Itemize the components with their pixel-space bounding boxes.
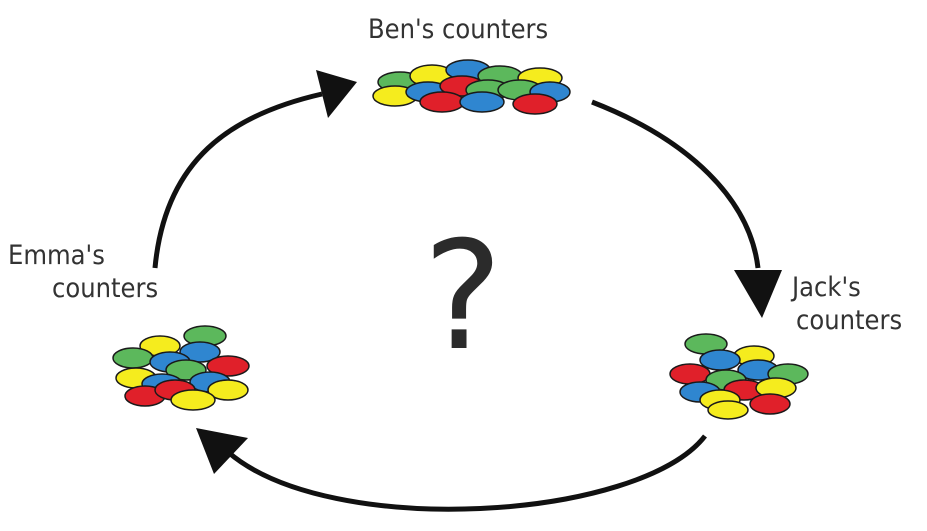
ben-counters-label: Ben's counters — [368, 14, 549, 45]
counter — [749, 393, 791, 415]
emma-counters-label: Emma's counters — [8, 240, 158, 306]
jack-label-line1: Jack's — [792, 272, 861, 303]
counter — [707, 400, 749, 420]
counter — [112, 347, 154, 369]
counter — [206, 355, 250, 377]
question-mark: ? — [423, 210, 503, 384]
counter — [512, 93, 558, 115]
counter — [170, 389, 216, 411]
emma-label-line2: counters — [52, 272, 159, 304]
jack-counters-label: Jack's counters — [768, 272, 902, 338]
emma-counters-pile — [112, 325, 250, 411]
counter — [207, 379, 249, 401]
arrow-emma-to-ben — [152, 70, 357, 269]
emma-label-line1: Emma's — [8, 240, 105, 271]
counter — [459, 91, 505, 113]
counter — [699, 349, 741, 371]
arrow-ben-to-jack — [591, 99, 782, 318]
counter — [419, 91, 465, 113]
jack-counters-pile — [669, 333, 809, 420]
arrow-jack-to-emma — [196, 428, 707, 512]
jack-label-line2: counters — [796, 304, 903, 336]
ben-counters-pile — [372, 59, 571, 115]
counter — [669, 363, 711, 385]
counter — [179, 341, 221, 363]
